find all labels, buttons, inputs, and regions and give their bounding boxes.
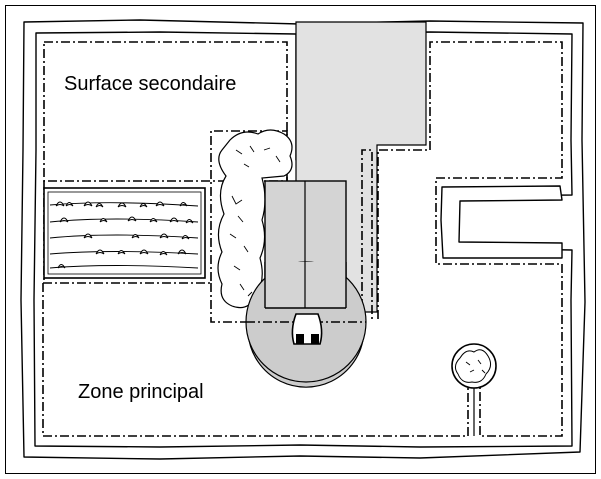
bush bbox=[217, 129, 293, 309]
figure-frame bbox=[5, 5, 596, 474]
main-area-label: Zone principal bbox=[78, 381, 204, 403]
tree bbox=[451, 343, 497, 436]
secondary-area-label: Surface secondaire bbox=[64, 73, 237, 95]
flower-bed bbox=[43, 187, 206, 279]
robotic-mower bbox=[291, 313, 323, 345]
